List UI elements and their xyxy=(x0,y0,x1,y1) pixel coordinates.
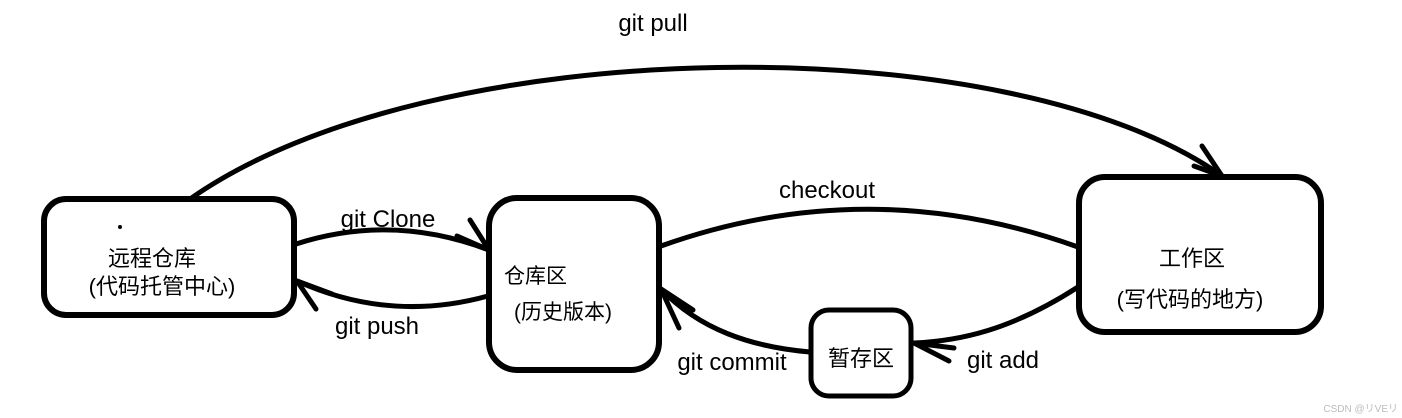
git-commit-line xyxy=(658,286,813,355)
working-area-title: 工作区 xyxy=(1159,246,1225,271)
checkout-line xyxy=(658,206,1081,250)
edge-git-add: git add xyxy=(911,284,1081,374)
working-area-box xyxy=(1076,174,1324,335)
staging-area-title: 暂存区 xyxy=(828,346,894,371)
edge-git-push: git push xyxy=(294,278,491,340)
edge-git-commit: git commit xyxy=(658,286,813,376)
edge-checkout: checkout xyxy=(658,177,1081,250)
remote-repo-title: 远程仓库 xyxy=(108,246,196,271)
git-clone-arrowhead xyxy=(454,217,492,253)
edge-label-git-add: git add xyxy=(967,347,1039,374)
git-pull-line xyxy=(187,64,1225,202)
stray-dot xyxy=(118,225,122,229)
remote-repo-subtitle: (代码托管中心) xyxy=(89,274,236,299)
edge-label-git-commit: git commit xyxy=(677,349,787,376)
git-push-arrowhead xyxy=(294,278,335,312)
node-staging-area: 暂存区 xyxy=(808,307,914,399)
node-working-area: 工作区 (写代码的地方) xyxy=(1076,174,1324,335)
edge-label-git-pull: git pull xyxy=(618,10,687,37)
git-add-arrowhead xyxy=(911,340,957,364)
edge-git-pull: git pull xyxy=(187,10,1225,202)
edge-label-checkout: checkout xyxy=(779,177,875,204)
working-area-subtitle: (写代码的地方) xyxy=(1117,287,1264,312)
remote-repo-box xyxy=(41,196,297,318)
watermark: CSDN @リVEリ xyxy=(1323,404,1398,415)
repo-area-subtitle: (历史版本) xyxy=(514,301,612,324)
edge-label-git-clone: git Clone xyxy=(341,206,436,233)
staging-area-box xyxy=(808,307,914,399)
node-repo-area: 仓库区 (历史版本) xyxy=(486,195,662,373)
git-add-line xyxy=(911,284,1081,346)
repo-area-title: 仓库区 xyxy=(504,265,567,288)
edge-label-git-push: git push xyxy=(335,313,419,340)
repo-area-box xyxy=(486,195,662,373)
node-remote-repo: 远程仓库 (代码托管中心) xyxy=(41,196,297,318)
edge-git-clone: git Clone xyxy=(293,206,492,253)
git-commit-arrowhead xyxy=(658,286,696,331)
